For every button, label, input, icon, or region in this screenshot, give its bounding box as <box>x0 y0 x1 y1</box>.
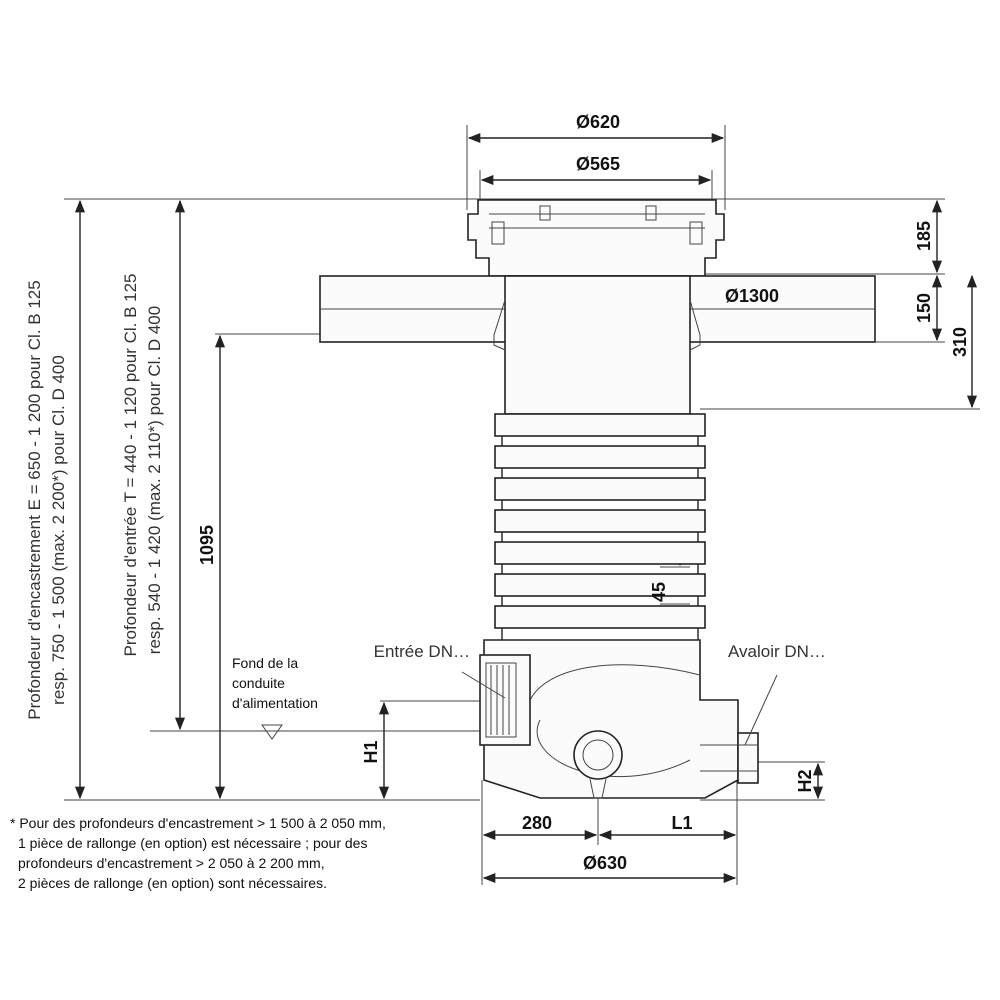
dim-1095: 1095 <box>197 525 217 565</box>
dim-d565: Ø565 <box>576 154 620 174</box>
label-inlet: Entrée DN… <box>374 642 470 661</box>
dim-150: 150 <box>914 293 934 323</box>
footnote-line3: profondeurs d'encastrement > 2 050 à 2 2… <box>18 855 325 871</box>
footnote-line1: * Pour des profondeurs d'encastrement > … <box>10 815 386 831</box>
footnote-line2: 1 pièce de rallonge (en option) est néce… <box>18 835 367 851</box>
depth-t-line2: resp. 540 - 1 420 (max. 2 110*) pour Cl.… <box>145 306 164 654</box>
dim-45: 45 <box>649 582 669 602</box>
depth-e-line2: resp. 750 - 1 500 (max. 2 200*) pour Cl.… <box>49 355 68 705</box>
dim-d620: Ø620 <box>576 112 620 132</box>
dim-185: 185 <box>914 221 934 251</box>
dim-280: 280 <box>522 813 552 833</box>
footnote-line4: 2 pièces de rallonge (en option) sont né… <box>18 875 327 891</box>
dimension-lines <box>74 132 978 884</box>
corrugations <box>494 413 706 640</box>
dim-h1: H1 <box>361 740 381 763</box>
label-fond-line1: Fond de la <box>232 655 298 671</box>
label-outlet: Avaloir DN… <box>728 642 826 661</box>
label-fond-line2: conduite <box>232 675 285 691</box>
dim-l1: L1 <box>671 813 692 833</box>
dim-d630: Ø630 <box>583 853 627 873</box>
depth-t-line1: Profondeur d'entrée T = 440 - 1 120 pour… <box>121 273 140 656</box>
depth-e-line1: Profondeur d'encastrement E = 650 - 1 20… <box>25 280 44 719</box>
dim-d1300: Ø1300 <box>725 286 779 306</box>
dim-310: 310 <box>950 327 970 357</box>
dim-h2: H2 <box>795 769 815 792</box>
label-fond-line3: d'alimentation <box>232 695 318 711</box>
shaft-body <box>261 199 876 799</box>
